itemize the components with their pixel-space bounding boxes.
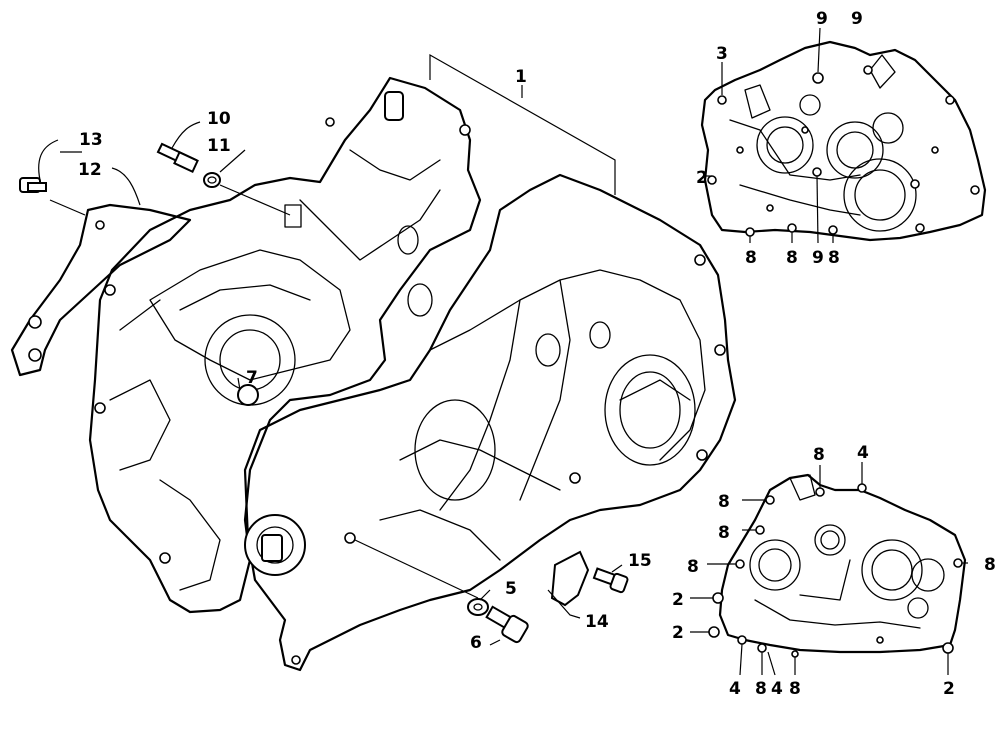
callout-12: 12 [78,160,102,180]
o-ring-part-11 [203,172,221,188]
upper-inset-crankcase [700,40,987,242]
callout-4-lower-top: 4 [857,443,869,463]
callout-4-lower-b: 4 [771,679,783,699]
callout-2-lower-c: 2 [943,679,955,699]
drain-bolt-part-6 [485,605,529,644]
upper-inset-leaders [705,27,834,244]
callout-9-bottom: 9 [812,248,824,268]
callout-14: 14 [585,612,609,632]
callout-8-upper-a: 8 [745,248,757,268]
callout-9-top-left: 9 [816,9,828,29]
callout-8-lower-b: 8 [718,523,730,543]
washer-part-5 [467,598,489,616]
bolt-part-15 [592,567,629,594]
lower-inset-leaders [690,462,968,676]
callout-2-lower-a: 2 [672,590,684,610]
callout-8-lower-a: 8 [718,492,730,512]
callout-8-lower-c: 8 [687,557,699,577]
main-leader-lines [38,53,623,646]
lower-inset-crankcase [708,473,967,658]
callout-1: 1 [515,67,527,87]
dowel-part-10 [156,142,199,173]
oil-screen-part-7 [237,384,259,406]
callout-13: 13 [79,130,103,150]
callout-8-lower-top: 8 [813,445,825,465]
callout-8-upper-c: 8 [828,248,840,268]
callout-9-top-right: 9 [851,9,863,29]
callout-3: 3 [716,44,728,64]
callout-7: 7 [246,368,258,388]
callout-11: 11 [207,136,231,156]
callout-10: 10 [207,109,231,129]
callout-4-lower-a: 4 [729,679,741,699]
bolt-part-13 [19,177,47,193]
callout-8-upper-b: 8 [786,248,798,268]
callout-5: 5 [505,579,517,599]
bracket-part-14 [550,550,590,607]
callout-2-lower-b: 2 [672,623,684,643]
callout-15: 15 [628,551,652,571]
callout-8-lower-right: 8 [984,555,996,575]
callout-labels: 1 13 12 10 11 7 5 6 14 15 9 9 3 2 8 8 9 … [78,9,996,699]
callout-8-lower-e: 8 [789,679,801,699]
callout-8-lower-d: 8 [755,679,767,699]
callout-2-upper: 2 [696,168,708,188]
crankcase-assembly [10,76,737,672]
gasket-part-12 [10,203,192,377]
callout-6: 6 [470,633,482,653]
